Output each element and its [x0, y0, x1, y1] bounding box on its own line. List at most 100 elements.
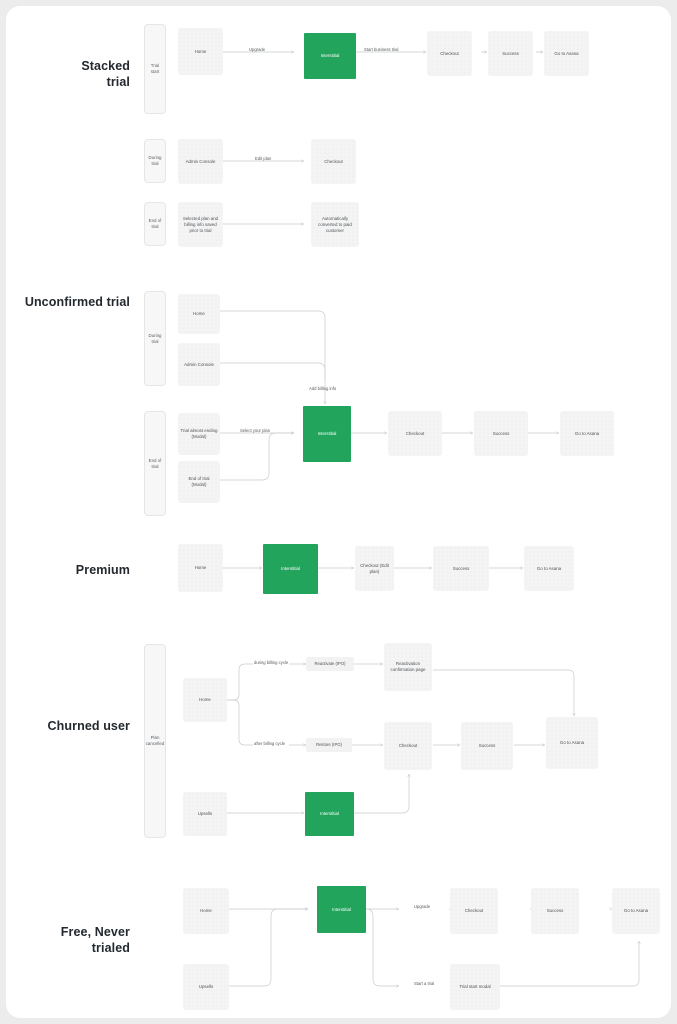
- node-label-pr-home: Home: [194, 565, 207, 570]
- node-st-success[interactable]: Success: [488, 31, 533, 76]
- node-label-fn-checkout: Checkout: [464, 908, 484, 913]
- node-fn-trial-start-modal[interactable]: Trial start modal: [450, 964, 500, 1010]
- lane-plan-cancelled: Plan cancelled: [144, 644, 166, 838]
- node-uc-success[interactable]: Success: [474, 411, 528, 456]
- node-label-uc-end-of-trial-modal: End of trial (Modal): [188, 476, 210, 487]
- node-st-admin-console[interactable]: Admin Console: [178, 139, 223, 184]
- node-uc-checkout[interactable]: Checkout: [388, 411, 442, 456]
- node-uc-admin-console[interactable]: Admin Console: [178, 343, 220, 386]
- lane-label-during-trial: During trial: [148, 155, 162, 166]
- pill-cu-reactivate[interactable]: Reactivate (IPO): [306, 657, 354, 671]
- edge-label-fn-start-a-trial: Start a trial: [414, 981, 435, 986]
- node-label-uc-admin-console: Admin Console: [184, 361, 214, 367]
- node-pr-success[interactable]: Success: [433, 546, 489, 591]
- section-label-stacked-trial: Stacked trial: [81, 59, 130, 89]
- lane-uc-during-trial: During trial: [144, 291, 166, 386]
- node-label-uc-trial-almost-ending: Trial almost ending (Modal): [180, 428, 218, 439]
- node-label-st-goto-asana: Go to Asana: [554, 50, 579, 56]
- node-st-home[interactable]: Home: [178, 28, 223, 75]
- node-cu-checkout[interactable]: Checkout: [384, 722, 432, 770]
- node-label-fn-upsells: Upsells: [198, 984, 214, 989]
- node-st-checkout[interactable]: Checkout: [427, 31, 472, 76]
- section-label-unconfirmed-trial: Unconfirmed trial: [24, 295, 130, 309]
- node-label-uc-success: Success: [492, 430, 510, 436]
- node-uc-goto-asana[interactable]: Go to Asana: [560, 411, 614, 456]
- node-label-pr-goto-asana: Go to Asana: [536, 565, 562, 571]
- node-label-uc-home: Home: [193, 311, 205, 316]
- node-label-cu-checkout: Checkout: [398, 743, 418, 748]
- node-uc-end-of-trial-modal[interactable]: End of trial (Modal): [178, 461, 220, 503]
- lane-during-trial: During trial: [144, 139, 166, 183]
- node-label-pr-success: Success: [452, 565, 470, 571]
- node-label-fn-home: Home: [200, 908, 212, 913]
- node-label-st-home: Home: [194, 48, 207, 54]
- node-label-cu-interstitial: Interstitial: [320, 811, 339, 816]
- node-st-plan-saved[interactable]: Selected plan and billing info saved pri…: [178, 202, 223, 247]
- node-fn-goto-asana[interactable]: Go to Asana: [612, 888, 660, 934]
- lane-uc-end-of-trial: End of trial: [144, 411, 166, 516]
- node-pr-home[interactable]: Home: [178, 544, 223, 592]
- lane-label-uc-during-trial: During trial: [148, 332, 162, 344]
- lane-end-of-trial: End of trial: [144, 202, 166, 246]
- diagram-canvas: Stacked trial Trial start Home Interstit…: [6, 6, 671, 1018]
- node-cu-home[interactable]: Home: [183, 678, 227, 722]
- node-fn-success[interactable]: Success: [531, 888, 579, 934]
- node-label-st-success: Success: [502, 50, 519, 56]
- pill-label-cu-reactivate: Reactivate (IPO): [314, 661, 346, 666]
- node-pr-interstitial[interactable]: Interstitial: [263, 544, 318, 594]
- node-st-interstitial[interactable]: Interstitial: [304, 33, 356, 79]
- node-cu-reactivation-confirmation[interactable]: Reactivation confirmation page: [384, 643, 432, 691]
- edge-label-cu-during-billing-cycle: during billing cycle: [254, 660, 289, 665]
- node-fn-checkout[interactable]: Checkout: [450, 888, 498, 934]
- lane-label-end-of-trial: End of trial: [148, 218, 162, 229]
- node-cu-interstitial[interactable]: Interstitial: [305, 792, 354, 836]
- node-label-pr-interstitial: Interstitial: [281, 566, 300, 571]
- node-label-fn-goto-asana: Go to Asana: [623, 908, 649, 913]
- node-label-fn-success: Success: [546, 908, 564, 913]
- node-uc-trial-almost-ending[interactable]: Trial almost ending (Modal): [178, 413, 220, 455]
- node-cu-success[interactable]: Success: [461, 722, 513, 770]
- edge-label-uc-select-your-plan: Select your plan: [240, 428, 271, 433]
- node-fn-home[interactable]: Home: [183, 888, 229, 934]
- section-label-churned-user: Churned user: [47, 719, 130, 733]
- edge-label-cu-after-billing-cycle: after billing cycle: [254, 741, 285, 746]
- pill-cu-restore[interactable]: Restore (IPO): [306, 738, 352, 752]
- node-label-uc-goto-asana: Go to Asana: [574, 430, 600, 436]
- node-label-st-auto-converted: Automatically converted to paid customer: [318, 215, 352, 233]
- node-label-cu-goto-asana: Go to Asana: [559, 740, 585, 745]
- node-fn-upsells[interactable]: Upsells: [183, 964, 229, 1010]
- lane-label-trial-start: Trial start: [150, 63, 160, 74]
- node-uc-interstitial[interactable]: Interstitial: [303, 406, 351, 462]
- node-label-cu-success: Success: [478, 743, 496, 748]
- section-label-premium: Premium: [75, 563, 130, 577]
- edge-label-st-edit-plan: Edit plan: [255, 156, 272, 161]
- edge-label-uc-add-billing-info: Add billing info: [309, 386, 337, 391]
- node-label-cu-upsells: Upsells: [197, 811, 213, 816]
- node-cu-goto-asana[interactable]: Go to Asana: [546, 717, 598, 769]
- node-label-uc-checkout: Checkout: [405, 430, 425, 436]
- node-fn-interstitial[interactable]: Interstitial: [317, 886, 366, 933]
- node-label-st-plan-saved: Selected plan and billing info saved pri…: [182, 215, 219, 233]
- node-label-st-interstitial: Interstitial: [320, 53, 340, 58]
- node-label-fn-interstitial: Interstitial: [332, 906, 351, 912]
- node-st-goto-asana[interactable]: Go to Asana: [544, 31, 589, 76]
- node-uc-home[interactable]: Home: [178, 294, 220, 334]
- node-label-st-checkout-2: Checkout: [324, 158, 343, 164]
- lane-label-plan-cancelled: Plan cancelled: [145, 735, 165, 746]
- node-pr-goto-asana[interactable]: Go to Asana: [524, 546, 574, 591]
- node-pr-checkout-edit-plan[interactable]: Checkout (Edit plan): [355, 546, 394, 591]
- lane-trial-start: Trial start: [144, 24, 166, 114]
- edge-label-fn-upgrade: Upgrade: [414, 904, 431, 909]
- node-label-uc-interstitial: Interstitial: [317, 431, 337, 436]
- node-label-cu-reactivation-confirmation: Reactivation confirmation page: [390, 661, 426, 672]
- pill-label-cu-restore: Restore (IPO): [316, 742, 342, 747]
- lane-label-uc-end-of-trial: End of trial: [148, 457, 162, 469]
- section-label-free-never-trialed: Free, Never trialed: [60, 925, 130, 955]
- node-label-cu-home: Home: [199, 697, 211, 702]
- node-st-auto-converted[interactable]: Automatically converted to paid customer: [311, 202, 359, 247]
- edge-label-st-start-business-trial: Start business trial: [364, 47, 399, 52]
- node-cu-upsells[interactable]: Upsells: [183, 792, 227, 836]
- node-label-fn-trial-start-modal: Trial start modal: [459, 984, 491, 989]
- node-st-checkout-2[interactable]: Checkout: [311, 139, 356, 184]
- edge-label-st-upgrade: Upgrade: [249, 47, 266, 52]
